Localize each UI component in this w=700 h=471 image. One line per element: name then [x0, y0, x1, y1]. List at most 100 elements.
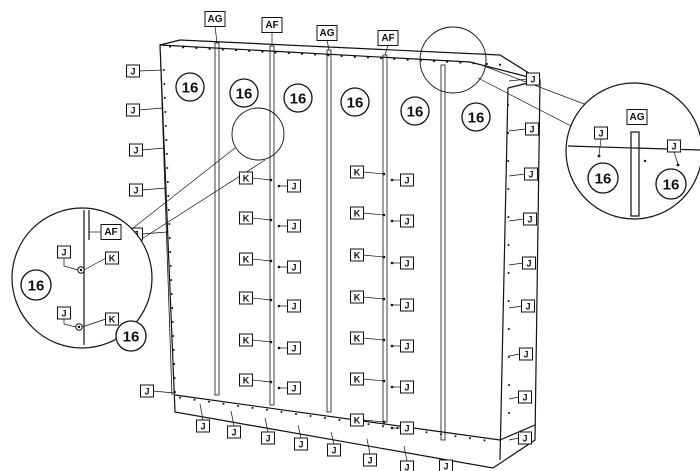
bottom-tag-j-partial: J — [439, 459, 453, 471]
detail-right-tag-ag: AG — [626, 109, 648, 125]
detail-left-number-2-ring — [115, 320, 147, 352]
ladder-2-tag-j-1-label: J — [404, 176, 409, 186]
ladder-1-tag-j-6-box — [287, 381, 301, 395]
ladder-1-tag-j-3-label: J — [291, 263, 296, 273]
right-tag-j-4-box — [523, 212, 537, 226]
ladder-1-tag-j-4-box — [287, 299, 301, 313]
left-tag-j-2-box — [126, 103, 140, 117]
ladder-2-tag-k-1-label: K — [354, 168, 361, 178]
right-screw-8 — [507, 300, 510, 302]
detail-left-tag-af: AF — [100, 224, 122, 240]
bottom-screw-8 — [280, 410, 283, 413]
right-tag-j-7-label: J — [523, 350, 528, 360]
right-screw-1 — [507, 104, 509, 106]
ladder-1-tag-k-4-box — [239, 291, 253, 305]
ladder-2-tag-j-5: J — [400, 339, 414, 353]
ladder-2-tag-k-7-label: K — [354, 416, 361, 426]
right-screw-10 — [507, 356, 510, 358]
bottom-edge — [174, 394, 536, 441]
left-screw-17 — [170, 293, 173, 295]
bottom-tag-j-7-label: J — [404, 463, 409, 471]
ladder-2-tag-k-2: K — [350, 206, 364, 220]
bottom-tag-j-3-label: J — [265, 434, 270, 444]
ladder-1-tag-j-5-box — [287, 341, 301, 355]
left-screw-24 — [174, 391, 177, 393]
panel-number-6: 16 — [461, 102, 491, 132]
ladder-1-tag-k-5: K — [239, 333, 253, 347]
right-screw-4 — [507, 188, 510, 190]
bottom-screw-14 — [367, 423, 370, 426]
channel-1 — [214, 42, 220, 396]
left-tag-j-4-label: J — [133, 186, 138, 196]
bottom-tag-j-5-box — [327, 443, 341, 457]
top-tag-af-2-box — [261, 17, 283, 33]
ladder-2-k-leader-2 — [362, 212, 385, 216]
bottom-j-leader-4 — [297, 424, 302, 439]
top-screw-18 — [393, 57, 396, 60]
top-screw-10 — [287, 51, 290, 55]
left-screw-12 — [168, 223, 171, 225]
right-tag-j-6-label: J — [525, 302, 530, 312]
left-screw-14 — [169, 251, 172, 253]
panel-number-6-ring — [461, 102, 491, 132]
left-screw-20 — [172, 335, 175, 337]
left-j-leader-5 — [141, 231, 168, 235]
panel-number-3-ring — [283, 83, 313, 113]
detail-left-number-1: 16 — [20, 269, 52, 301]
top-screw-9 — [274, 51, 277, 54]
callout-tags: AGAFAGAFJJJJJJJJJJJJJJJJJJJJJJJKJKJKJKJK… — [126, 11, 540, 471]
bottom-screw-18 — [425, 431, 428, 434]
bottom-tag-j-1-label: J — [200, 422, 205, 432]
panel-number-1-label: 16 — [182, 80, 199, 97]
right-tag-j-2-label: J — [529, 125, 534, 135]
right-tag-j-3: J — [524, 167, 538, 181]
left-screw-5 — [164, 125, 167, 127]
bottom-screw-11 — [324, 417, 326, 419]
ladder-1-tag-k-5-label: K — [243, 336, 250, 346]
right-tag-j-1-label: J — [530, 75, 535, 85]
top-tag-ag-3: AG — [316, 25, 338, 41]
detail-left-tag-k-2: K — [105, 312, 119, 326]
ladder-2-tag-k-4-box — [350, 290, 364, 304]
right-tag-j-8-label: J — [522, 393, 527, 403]
bottom-tag-j-6-label: J — [367, 456, 372, 466]
bottom-j-leader-7 — [403, 445, 408, 462]
ladder-1-tag-k-1-box — [239, 171, 253, 185]
right-screw-11 — [508, 384, 510, 386]
detail-right-number-1-ring — [587, 162, 619, 194]
top-tag-af-4-label: AF — [381, 33, 394, 44]
ladder-2-tag-j-2-label: J — [404, 217, 409, 227]
left-tag-j-2: J — [126, 103, 140, 117]
left-screw-10 — [167, 195, 170, 197]
bottom-left-j-leader — [152, 390, 175, 394]
right-tag-j-3-label: J — [528, 170, 533, 180]
detail-left-fastener-dot-2 — [77, 325, 81, 329]
top-screw-5 — [221, 48, 224, 51]
right-tag-j-6-box — [521, 299, 535, 313]
top-screw-21 — [432, 59, 436, 63]
detail-left-k-leader-2 — [81, 318, 107, 328]
top-screw-3 — [195, 46, 198, 50]
ladder-2-k-leader-1 — [362, 171, 385, 175]
detail-left-tag-k-1: K — [105, 251, 119, 265]
top-screw-8 — [261, 50, 264, 53]
ladder-1-tag-k-4-label: K — [243, 294, 250, 304]
top-tag-af-4: AF — [377, 30, 399, 46]
bottom-screw-10 — [309, 414, 312, 417]
detail-right-tag-ag-label: AG — [630, 112, 645, 123]
detail-left-fastener-1 — [77, 266, 85, 274]
ladder-2-tag-j-7-label: J — [404, 424, 409, 434]
ladder-2-k-leader-6 — [362, 378, 385, 382]
ladder-2-tag-k-5: K — [350, 331, 364, 345]
bottom-left-tag-j-box — [140, 384, 154, 398]
ladder-1-tag-j-2: J — [287, 219, 301, 233]
front-fold-edge — [159, 44, 173, 396]
left-j-leader-2 — [138, 107, 164, 111]
ladder-1-tag-j-6: J — [287, 381, 301, 395]
panel-number-1-ring — [175, 72, 205, 102]
bottom-tag-j-6-box — [363, 453, 377, 467]
